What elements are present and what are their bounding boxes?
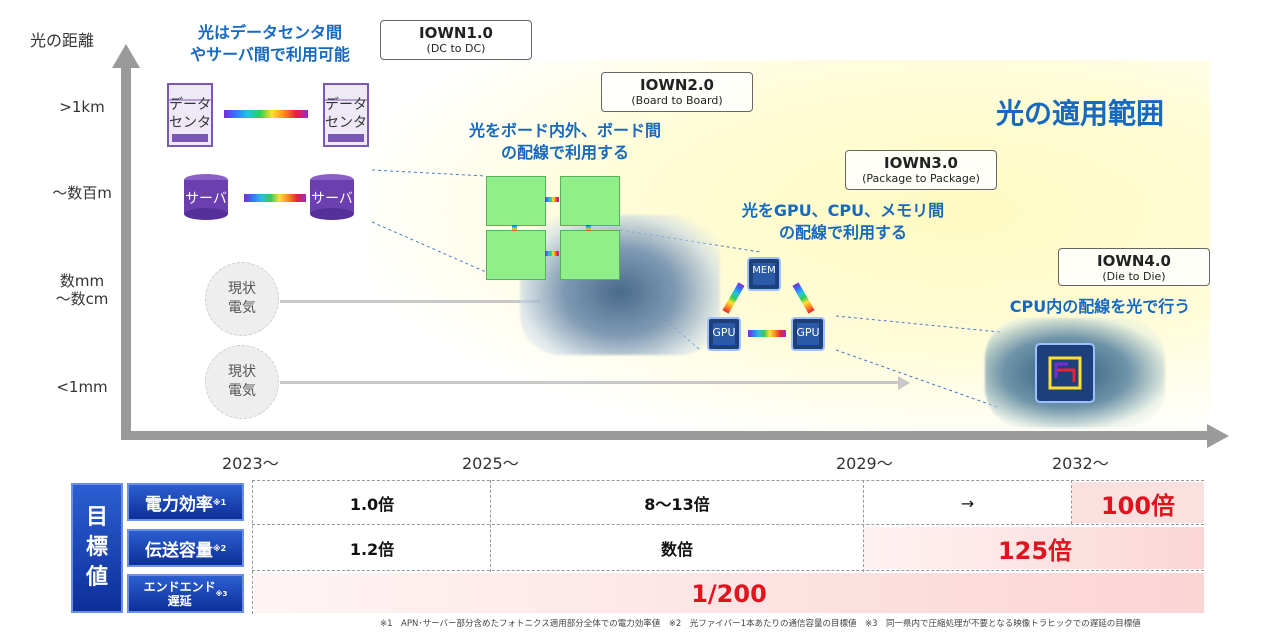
optical-link-datacenter xyxy=(224,110,308,118)
y-level-sub-mm: <1mm xyxy=(56,378,108,396)
grid-col0 xyxy=(252,480,253,614)
row-header-power-label: 電力効率 xyxy=(144,494,213,515)
board-chip-1 xyxy=(486,176,546,226)
iown1-title: IOWN1.0 xyxy=(418,24,493,42)
iown3-box: IOWN3.0 (Package to Package) xyxy=(845,150,997,190)
datacenter-icon-left: データ センタ xyxy=(164,80,216,148)
gpu-label-right: GPU xyxy=(796,326,820,339)
server-icon-right: サーバ xyxy=(306,172,358,222)
footnote: ※1 APN･サーバー部分含めたフォトニクス適用部分全体での電力効率値 ※2 光… xyxy=(380,619,1141,629)
row-header-latency-label: エンドエンド 遅延 xyxy=(143,579,216,608)
y-level-hundreds-m: ～数百m xyxy=(52,184,112,202)
iown4-title: IOWN4.0 xyxy=(1096,252,1171,270)
capacity-2023: 1.2倍 xyxy=(349,540,395,559)
row-header-capacity-note: ※2 xyxy=(212,543,227,553)
electric-line-lower xyxy=(280,381,900,384)
x-axis-arrow xyxy=(1207,424,1229,448)
zoom-guide-lines xyxy=(371,169,1001,409)
optical-link-gpu-gpu xyxy=(748,330,786,337)
iown1-description: 光はデータセンタ間 やサーバ間で利用可能 xyxy=(190,23,350,64)
server-label-right: サーバ xyxy=(311,191,353,207)
optical-link-server xyxy=(244,194,306,202)
x-year-2023: 2023～ xyxy=(222,454,279,473)
power-2029: → xyxy=(960,493,975,513)
y-level-mm-cm: 数mm ～数cm xyxy=(55,272,109,308)
power-2032: 100倍 xyxy=(1100,491,1176,520)
x-year-2032: 2032～ xyxy=(1052,454,1109,473)
y-axis xyxy=(121,62,131,440)
x-year-2025: 2025～ xyxy=(462,454,519,473)
row-header-power-note: ※1 xyxy=(212,497,227,507)
row-header-capacity: 伝送容量※2 xyxy=(127,529,244,567)
power-2025: 8～13倍 xyxy=(644,495,710,514)
targets-header: 目 標 値 xyxy=(71,483,123,613)
power-2023: 1.0倍 xyxy=(349,495,395,514)
memory-chip-label: MEM xyxy=(752,265,776,276)
latency-target-highlight xyxy=(254,573,1204,613)
row-header-capacity-label: 伝送容量 xyxy=(144,540,213,561)
capacity-target-highlight xyxy=(864,527,1204,569)
gpu-chip-left-icon: GPU xyxy=(702,312,746,356)
optical-link-board-top xyxy=(545,197,559,202)
y-axis-arrow xyxy=(112,44,140,68)
iown3-sub: (Package to Package) xyxy=(862,172,980,185)
optical-link-board-bottom xyxy=(545,251,559,256)
row-header-power: 電力効率※1 xyxy=(127,483,244,521)
grid-top xyxy=(252,480,1204,481)
grid-row1 xyxy=(252,524,1204,525)
light-scope-label: 光の適用範囲 xyxy=(996,97,1165,130)
datacenter-icon-right: データ センタ xyxy=(320,80,372,148)
current-electric-upper: 現状 電気 xyxy=(205,262,279,336)
capacity-2029: 125倍 xyxy=(997,536,1073,565)
memory-chip-icon: MEM xyxy=(742,252,786,296)
y-axis-title: 光の距離 xyxy=(30,31,95,50)
row-header-latency: エンドエンド 遅延※3 xyxy=(127,574,244,613)
datacenter-label-left: データ センタ xyxy=(169,97,211,131)
capacity-2025: 数倍 xyxy=(660,540,693,559)
server-icon-left: サーバ xyxy=(180,172,232,222)
gpu-chip-right-icon: GPU xyxy=(786,312,830,356)
iown2-box: IOWN2.0 (Board to Board) xyxy=(601,72,753,112)
optical-link-board-right xyxy=(586,225,591,231)
grid-row2 xyxy=(252,570,1204,571)
latency-target: 1/200 xyxy=(691,580,767,608)
iown4-sub: (Die to Die) xyxy=(1102,270,1166,283)
iown1-box: IOWN1.0 (DC to DC) xyxy=(380,20,532,60)
optical-link-board-left xyxy=(512,225,517,231)
y-level-km: >1km xyxy=(59,98,105,116)
iown3-description: 光をGPU、CPU、メモリ間 の配線で利用する xyxy=(741,201,945,242)
grid-col3 xyxy=(1071,480,1072,524)
board-chip-2 xyxy=(560,176,620,226)
board-chip-4 xyxy=(560,230,620,280)
iown2-description: 光をボード内外、ボード間 の配線で利用する xyxy=(468,121,661,162)
board-photo xyxy=(520,215,720,355)
iown4-description: CPU内の配線を光で行う xyxy=(1009,297,1191,316)
board-chip-3 xyxy=(486,230,546,280)
x-year-2029: 2029～ xyxy=(836,454,893,473)
grid-col1 xyxy=(490,480,491,572)
iown1-sub: (DC to DC) xyxy=(426,42,486,55)
iown3-title: IOWN3.0 xyxy=(883,154,958,172)
cpu-die-icon xyxy=(1032,340,1098,406)
grid-col2 xyxy=(863,480,864,572)
electric-line-arrowhead xyxy=(898,376,910,390)
datacenter-label-right: データ センタ xyxy=(325,97,367,131)
server-label-left: サーバ xyxy=(185,191,227,207)
current-electric-lower: 現状 電気 xyxy=(205,345,279,419)
row-header-latency-note: ※3 xyxy=(215,589,228,598)
x-axis xyxy=(121,431,1211,440)
electric-line-upper xyxy=(280,300,540,303)
iown2-sub: (Board to Board) xyxy=(631,94,723,107)
iown4-box: IOWN4.0 (Die to Die) xyxy=(1058,248,1210,286)
power-target-highlight xyxy=(1072,482,1204,523)
iown2-title: IOWN2.0 xyxy=(639,76,714,94)
gpu-label-left: GPU xyxy=(712,326,736,339)
targets-title: 目 標 値 xyxy=(85,505,108,590)
